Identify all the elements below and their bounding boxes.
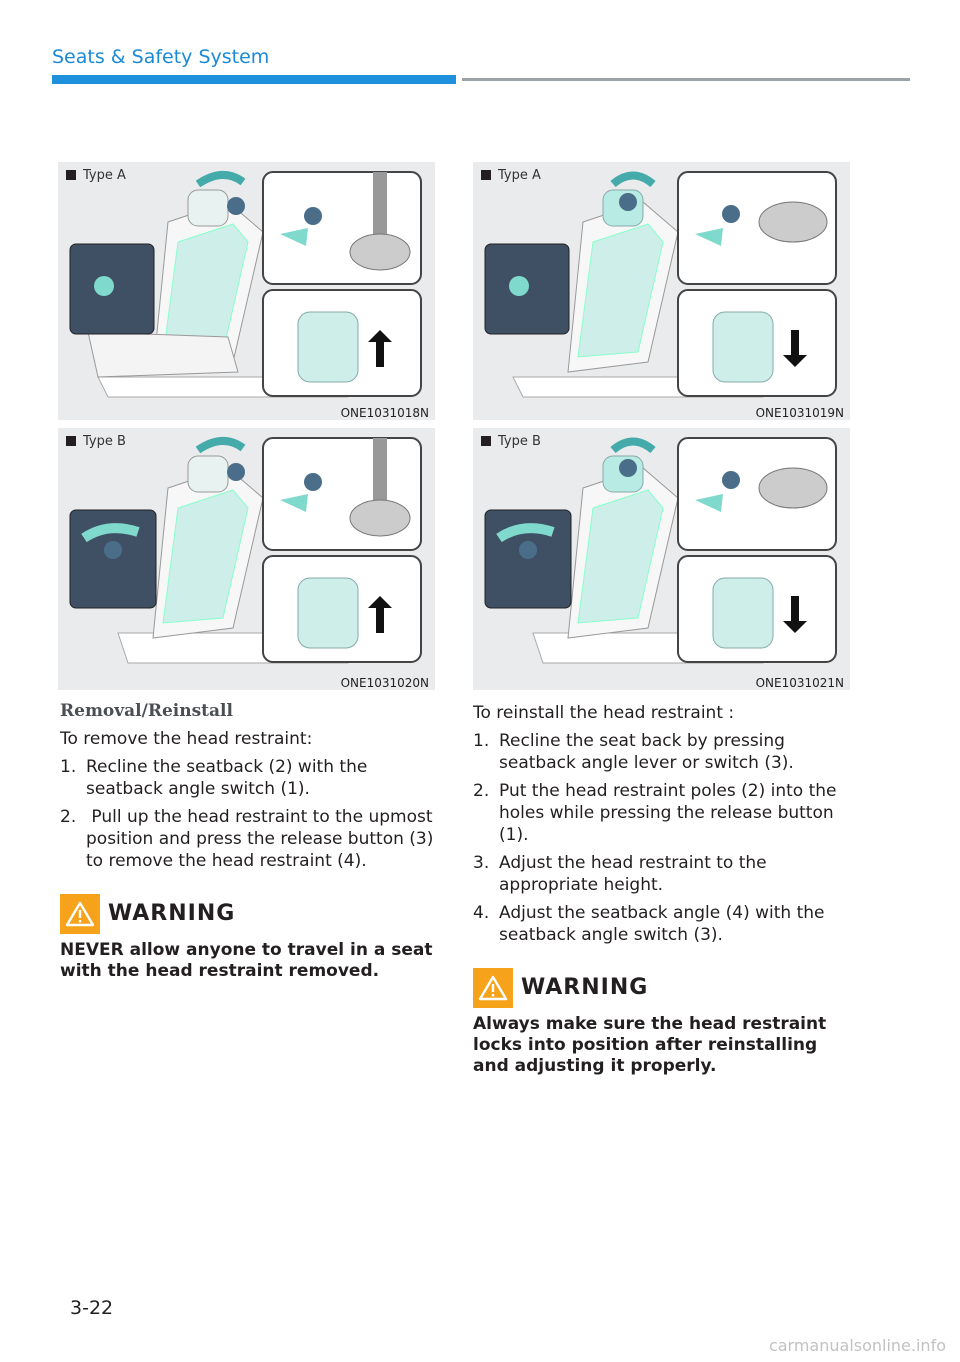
arrow-down-icon — [783, 596, 807, 633]
warning-icon — [473, 968, 513, 1008]
section-title: Seats & Safety System — [52, 46, 270, 68]
figure-reinstall-type-b: Type B ONE1031021N — [473, 428, 850, 690]
figure-remove-type-a: Type A ONE1031018N — [58, 162, 435, 420]
list-item: 1. Recline the seatback (2) with the sea… — [60, 756, 440, 800]
figure-code: ONE1031019N — [755, 406, 844, 420]
header-divider — [462, 78, 910, 81]
step-text: Adjust the head restraint to the appropr… — [499, 853, 767, 895]
warning-text: NEVER allow anyone to travel in a seat w… — [60, 940, 433, 981]
arrow-down-icon — [783, 330, 807, 367]
warning-header: WARNING — [473, 968, 853, 1008]
page-number: 3-22 — [70, 1297, 114, 1319]
right-column: To reinstall the head restraint : 1. Rec… — [473, 702, 853, 1077]
left-column: Removal/Reinstall To remove the head res… — [60, 700, 440, 982]
seat-illustration — [69, 437, 422, 664]
subheading: Removal/Reinstall — [60, 701, 233, 721]
list-item: 2. Put the head restraint poles (2) into… — [473, 780, 853, 846]
type-label: Type A — [481, 168, 541, 183]
warning-header: WARNING — [60, 894, 440, 934]
seat-illustration — [69, 171, 422, 398]
arrow-up-icon — [368, 330, 392, 367]
step-number: 3. — [473, 853, 490, 873]
list-item: 2. Pull up the head restraint to the upm… — [60, 806, 440, 872]
step-number: 2. — [473, 781, 490, 801]
figure-remove-type-b: Type B ONE1031020N — [58, 428, 435, 690]
watermark-link[interactable]: carmanualsonline.info — [768, 1336, 946, 1355]
step-number: 1. — [60, 757, 77, 777]
figure-reinstall-type-a: Type A ONE1031019N — [473, 162, 850, 420]
step-number: 2. — [60, 807, 77, 827]
step-text: Recline the seat back by pressing seatba… — [499, 731, 794, 773]
intro-text: To remove the head restraint: — [60, 729, 313, 749]
step-text: Adjust the seatback angle (4) with the s… — [499, 903, 825, 945]
step-text: Pull up the head restraint to the upmost… — [86, 807, 439, 871]
figure-code: ONE1031018N — [340, 406, 429, 420]
type-label: Type A — [66, 168, 126, 183]
arrow-up-icon — [368, 596, 392, 633]
seat-illustration — [484, 437, 837, 664]
warning-title: WARNING — [108, 901, 236, 926]
type-label: Type B — [66, 434, 126, 449]
figure-code: ONE1031020N — [340, 676, 429, 690]
warning-title: WARNING — [521, 975, 649, 1000]
header-accent-bar — [52, 75, 456, 84]
step-number: 1. — [473, 731, 490, 751]
step-number: 4. — [473, 903, 490, 923]
step-text: Put the head restraint poles (2) into th… — [499, 781, 837, 845]
step-list: 1. Recline the seatback (2) with the sea… — [60, 756, 440, 872]
list-item: 4. Adjust the seatback angle (4) with th… — [473, 902, 853, 946]
list-item: 3. Adjust the head restraint to the appr… — [473, 852, 853, 896]
step-list: 1. Recline the seat back by pressing sea… — [473, 730, 853, 946]
warning-text: Always make sure the head restraint lock… — [473, 1014, 827, 1076]
intro-text: To reinstall the head restraint : — [473, 703, 735, 723]
seat-illustration — [484, 171, 837, 398]
list-item: 1. Recline the seat back by pressing sea… — [473, 730, 853, 774]
warning-icon — [60, 894, 100, 934]
type-label: Type B — [481, 434, 541, 449]
step-text: Recline the seatback (2) with the seatba… — [86, 757, 368, 799]
figure-code: ONE1031021N — [755, 676, 844, 690]
